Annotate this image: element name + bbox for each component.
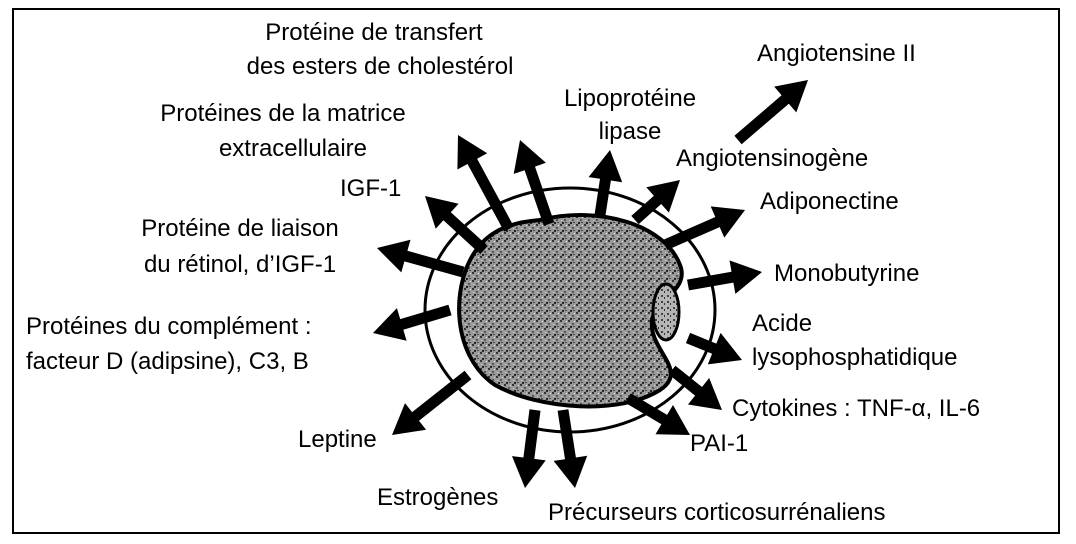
label-lpl-line2: lipase bbox=[540, 118, 720, 146]
label-angiotensine-ii: Angiotensine II bbox=[757, 40, 916, 68]
label-monobutyrine: Monobutyrine bbox=[774, 260, 919, 288]
label-acide-line2: lysophosphatidique bbox=[752, 344, 958, 372]
label-lpl-line1: Lipoprotéine bbox=[540, 85, 720, 113]
label-cetp-line1: Protéine de transfert bbox=[224, 19, 524, 47]
arrow-leptine bbox=[392, 371, 471, 435]
nucleus bbox=[653, 284, 679, 340]
label-ecm-line2: extracellulaire bbox=[168, 135, 418, 163]
label-pai1: PAI-1 bbox=[690, 430, 748, 458]
label-estrogenes: Estrogènes bbox=[377, 484, 498, 512]
label-igf1: IGF-1 bbox=[340, 175, 401, 203]
label-adiponectine: Adiponectine bbox=[760, 188, 899, 216]
label-rbp-line2: du rétinol, d’IGF-1 bbox=[110, 251, 370, 279]
label-cytokines: Cytokines : TNF-α, IL-6 bbox=[732, 395, 980, 423]
label-precurseurs: Précurseurs corticosurrénaliens bbox=[548, 499, 885, 527]
label-complement-line2: facteur D (adipsine), C3, B bbox=[26, 348, 309, 376]
label-cetp-line2: des esters de cholestérol bbox=[210, 53, 550, 81]
arrow-angiotensine-ii bbox=[734, 80, 808, 144]
label-rbp-line1: Protéine de liaison bbox=[110, 215, 370, 243]
label-angiotensinogene: Angiotensinogène bbox=[676, 145, 868, 173]
label-leptine: Leptine bbox=[298, 426, 377, 454]
label-complement-line1: Protéines du complément : bbox=[26, 313, 311, 341]
label-acide-line1: Acide bbox=[752, 310, 812, 338]
lipid-droplet bbox=[459, 215, 682, 406]
label-ecm-line1: Protéines de la matrice bbox=[138, 100, 428, 128]
